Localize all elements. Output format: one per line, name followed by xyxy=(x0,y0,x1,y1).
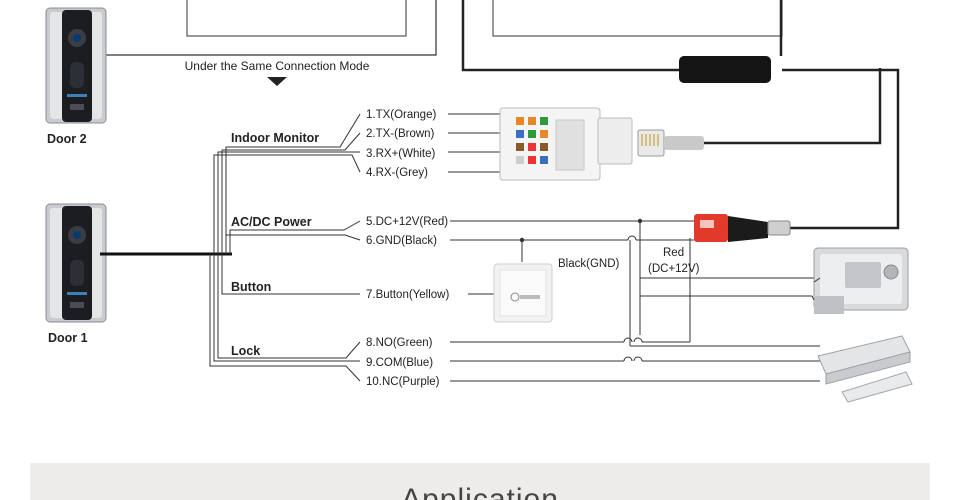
wire-label-7: 7.Button(Yellow) xyxy=(366,289,449,301)
black-gnd-note: Black(GND) xyxy=(558,258,620,270)
wire-label-3: 3.RX+(White) xyxy=(366,148,436,160)
rj45-leads xyxy=(448,113,500,173)
top-bracket-line xyxy=(104,0,437,56)
dc12v-note: (DC+12V) xyxy=(648,263,700,275)
ethernet-cable xyxy=(704,68,882,145)
top-cable-left xyxy=(461,0,680,72)
right-wires xyxy=(450,220,822,382)
inline-adapter xyxy=(679,56,771,83)
wire-label-8: 8.NO(Green) xyxy=(366,337,433,349)
door2-label: Door 2 xyxy=(47,132,87,146)
wire-label-4: 4.RX-(Grey) xyxy=(366,167,428,179)
wire-label-9: 9.COM(Blue) xyxy=(366,357,433,369)
application-section: Application xyxy=(30,463,930,500)
electric-lock-device xyxy=(813,247,909,314)
fanout-lines xyxy=(209,113,361,382)
rj45-plug xyxy=(637,129,704,157)
dc-power-connector xyxy=(694,214,791,242)
application-title: Application xyxy=(401,483,559,500)
same-mode-note: Under the Same Connection Mode xyxy=(185,59,370,73)
junction-dot xyxy=(519,237,525,243)
exit-button-device xyxy=(493,263,553,323)
wire-label-10: 10.NC(Purple) xyxy=(366,376,440,388)
top-cable-right xyxy=(782,68,900,230)
wire-label-1: 1.TX(Orange) xyxy=(366,109,436,121)
wire-label-5: 5.DC+12V(Red) xyxy=(366,216,448,228)
wire-label-6: 6.GND(Black) xyxy=(366,235,437,247)
lock-leads xyxy=(811,277,821,301)
door2-outdoor-panel xyxy=(45,7,107,124)
rj45-keystone-module xyxy=(499,107,633,181)
group-lock: Lock xyxy=(231,344,260,358)
group-button: Button xyxy=(231,280,271,294)
magnetic-lock-device xyxy=(817,335,913,403)
door1-outdoor-panel xyxy=(45,203,107,323)
monitor-box-left xyxy=(186,0,407,37)
junction-dot xyxy=(637,218,643,224)
red-note: Red xyxy=(663,247,684,259)
wire-label-2: 2.TX-(Brown) xyxy=(366,128,435,140)
group-power: AC/DC Power xyxy=(231,215,312,229)
door1-label: Door 1 xyxy=(48,331,88,345)
monitor-box-right xyxy=(492,0,783,37)
group-indoor-monitor: Indoor Monitor xyxy=(231,131,319,145)
down-arrow-icon xyxy=(267,77,287,86)
